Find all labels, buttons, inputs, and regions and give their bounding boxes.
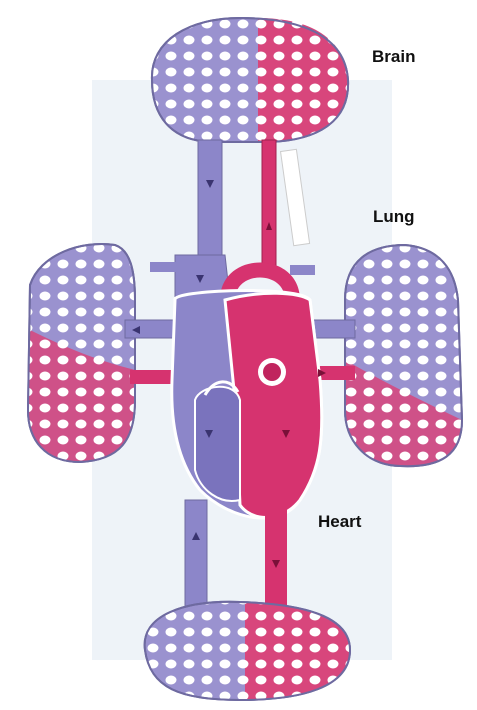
heart-label: Heart bbox=[318, 512, 361, 532]
brain-capillaries bbox=[152, 18, 348, 142]
inferior-vena-cava bbox=[185, 500, 207, 610]
lung-label: Lung bbox=[373, 207, 415, 227]
brain-vein bbox=[198, 140, 222, 270]
left-branches bbox=[150, 262, 180, 272]
descending-aorta bbox=[265, 500, 287, 610]
body-capillaries bbox=[145, 602, 350, 700]
left-lung bbox=[28, 244, 135, 462]
brain-artery bbox=[262, 140, 276, 275]
right-lung bbox=[345, 245, 462, 466]
right-branches bbox=[290, 265, 315, 275]
brain-label: Brain bbox=[372, 47, 415, 67]
heart bbox=[172, 291, 322, 519]
